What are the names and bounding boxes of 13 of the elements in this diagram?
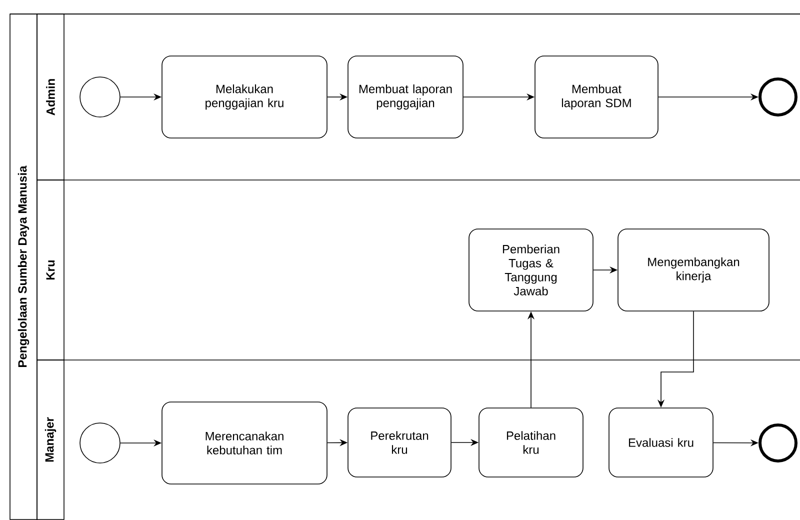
task-box: Merencanakan kebutuhan tim: [162, 402, 328, 484]
end-event-circle: [758, 78, 798, 116]
task-box: Evaluasi kru: [608, 408, 714, 478]
task-box: Perekrutan kru: [348, 408, 452, 478]
task-box: Membuat laporan SDM: [534, 56, 658, 138]
task-box: Pemberian Tugas & Tanggung Jawab: [468, 228, 594, 312]
start-event-circle: [80, 76, 120, 118]
task-box: Pelatihan kru: [478, 408, 584, 478]
task-box: Melakukan penggajian kru: [162, 56, 328, 138]
task-box: Membuat laporan penggajian: [348, 56, 464, 138]
end-event-circle: [758, 424, 798, 462]
start-event-circle: [80, 422, 120, 464]
task-box: Mengembangkan kinerja: [618, 228, 770, 312]
